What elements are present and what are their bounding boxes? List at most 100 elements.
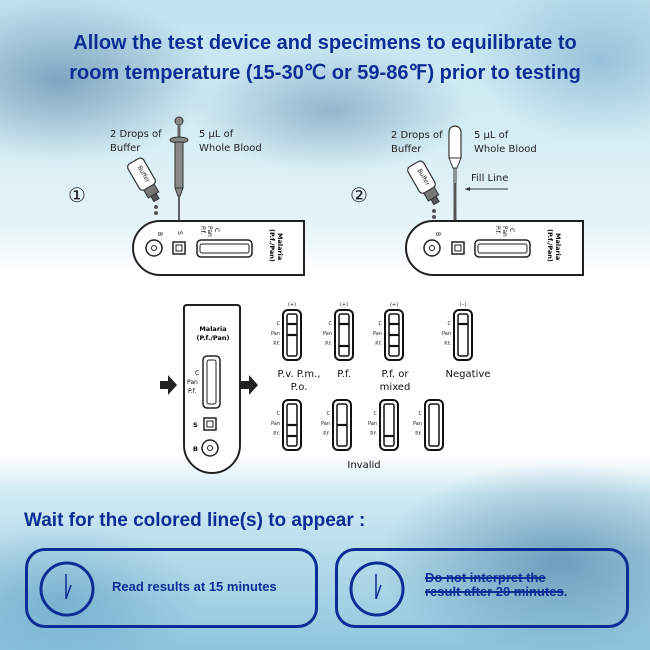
buffer-well-label: B <box>434 232 441 236</box>
strip-line-label: P.f. <box>370 431 377 437</box>
header-line-1: Allow the test device and specimens to e… <box>73 32 577 54</box>
device-name-2: (P.f./Pan) <box>197 334 230 342</box>
step-2-blood-label-line1: 5 µL of <box>474 130 509 141</box>
buffer-well-icon <box>145 239 163 257</box>
strip-line-label: Pan <box>373 331 382 337</box>
result-caption-line: P.f. or <box>381 369 409 380</box>
buffer-drop-icon <box>154 205 158 209</box>
warning-line-2: result after 20 minutes <box>425 584 564 599</box>
buffer-drop-icon <box>154 211 158 215</box>
buffer-bottle-icon: Buffer <box>407 160 440 206</box>
sample-well-icon <box>451 241 465 255</box>
buffer-well-label: B <box>193 445 198 453</box>
device-name-2: (P.f./Pan) <box>546 229 554 262</box>
strip-line-label: C <box>374 411 378 417</box>
step-2-buffer-label-line2: Buffer <box>391 144 422 155</box>
fill-line-arrow-icon <box>465 187 508 191</box>
line-label-c: C <box>195 370 199 377</box>
strip-line-label: C <box>448 321 452 327</box>
result-caption: P.v. P.m., P.o. <box>268 368 330 394</box>
arrow-right-icon <box>241 375 258 395</box>
strip-line-label: C <box>329 321 333 327</box>
sample-well-icon <box>172 241 186 255</box>
strip-line-label: C <box>327 411 331 417</box>
strip-line-label: C <box>419 411 423 417</box>
strip-line-label: Pan <box>413 421 422 427</box>
step-1-blood-label-line1: 5 µL of <box>199 129 234 140</box>
buffer-well-icon <box>423 239 441 257</box>
test-device-horizontal-2: B C Pan P.f. Malaria (P.f./Pan) <box>405 220 584 276</box>
step-1-buffer-label-line2: Buffer <box>110 143 141 154</box>
strip-line-label: Pan <box>271 331 280 337</box>
read-time-box: Read results at 15 minutes <box>25 548 318 628</box>
step-2-buffer-label: 2 Drops of Buffer <box>391 129 443 157</box>
header-title: Allow the test device and specimens to e… <box>0 28 650 88</box>
result-caption: Negative <box>445 369 491 380</box>
strip-line-label: P.f. <box>444 341 451 347</box>
buffer-drop-icon <box>432 215 436 219</box>
strip-line-label: C <box>277 321 281 327</box>
line-label-pf: P.f. <box>199 226 206 234</box>
header-line-2: room temperature (15-30℃ or 59-86℉) prio… <box>69 62 581 84</box>
line-label-c: C <box>508 228 515 232</box>
strip-line-label: P.f. <box>323 431 330 437</box>
result-window-icon <box>196 239 253 258</box>
result-caption: P.f. or mixed <box>372 368 418 394</box>
strip-line-label: P.f. <box>415 431 422 437</box>
line-label-c: C <box>213 228 220 232</box>
test-device-vertical: Malaria (P.f./Pan) C Pan P.f. S B <box>183 304 241 474</box>
strip-line-label: Pan <box>323 331 332 337</box>
strip-line-label: Pan <box>368 421 377 427</box>
line-label-pf: P.f. <box>494 226 501 234</box>
wait-title: Wait for the colored line(s) to appear : <box>24 510 366 531</box>
buffer-well-icon <box>201 439 219 457</box>
arrow-right-icon <box>160 375 177 395</box>
device-name-1: Malaria <box>554 233 562 260</box>
result-sign: (+) <box>340 302 348 308</box>
device-name-1: Malaria <box>199 325 226 333</box>
line-label-pan: Pan <box>206 226 213 237</box>
test-device-horizontal-1: B S C Pan P.f. Malaria (P.f./Pan) <box>132 220 305 276</box>
step-1-blood-label-line2: Whole Blood <box>199 143 262 154</box>
strip-line-label: P.f. <box>273 341 280 347</box>
result-caption-line: mixed <box>379 382 411 393</box>
sample-well-label: S <box>176 231 183 235</box>
warning-line-1: Do not interpret the <box>425 570 546 585</box>
strip-line-label: P.f. <box>325 341 332 347</box>
warning-box: Do not interpret the result after 20 min… <box>335 548 629 628</box>
buffer-well-label: B <box>156 232 163 236</box>
buffer-drop-icon <box>432 209 436 213</box>
line-label-pf: P.f. <box>188 388 196 395</box>
strip-line-label: C <box>379 321 383 327</box>
buffer-bottle-icon: Buffer <box>127 157 160 203</box>
strip-line-label: P.f. <box>273 431 280 437</box>
step-1-buffer-label-line1: 2 Drops of <box>110 129 162 140</box>
strip-line-label: Pan <box>271 421 280 427</box>
step-2-blood-label: 5 µL of Whole Blood <box>474 129 537 157</box>
clock-icon <box>39 561 95 617</box>
strip-line-label: P.f. <box>375 341 382 347</box>
device-name-1: Malaria <box>276 233 284 260</box>
fill-line-label: Fill Line <box>471 173 509 184</box>
step-1-number: ① <box>68 183 86 207</box>
sample-well-icon <box>203 417 217 431</box>
strip-line-label: C <box>277 411 281 417</box>
device-name-2: (P.f./Pan) <box>268 229 276 262</box>
read-time-text: Read results at 15 minutes <box>112 579 277 594</box>
result-strips: CPanP.f.(+)CPanP.f.(+)CPanP.f.(+)CPanP.f… <box>271 302 473 451</box>
step-1-buffer-label: 2 Drops of Buffer <box>110 128 162 156</box>
dropper-icon <box>448 125 462 225</box>
pipette-icon <box>169 116 189 225</box>
sample-well-label: S <box>193 421 198 429</box>
result-sign: (–) <box>460 302 466 308</box>
clock-icon <box>349 561 405 617</box>
invalid-caption: Invalid <box>347 460 381 471</box>
result-caption-line: P.o. <box>290 382 308 393</box>
step-1-blood-label: 5 µL of Whole Blood <box>199 128 262 156</box>
